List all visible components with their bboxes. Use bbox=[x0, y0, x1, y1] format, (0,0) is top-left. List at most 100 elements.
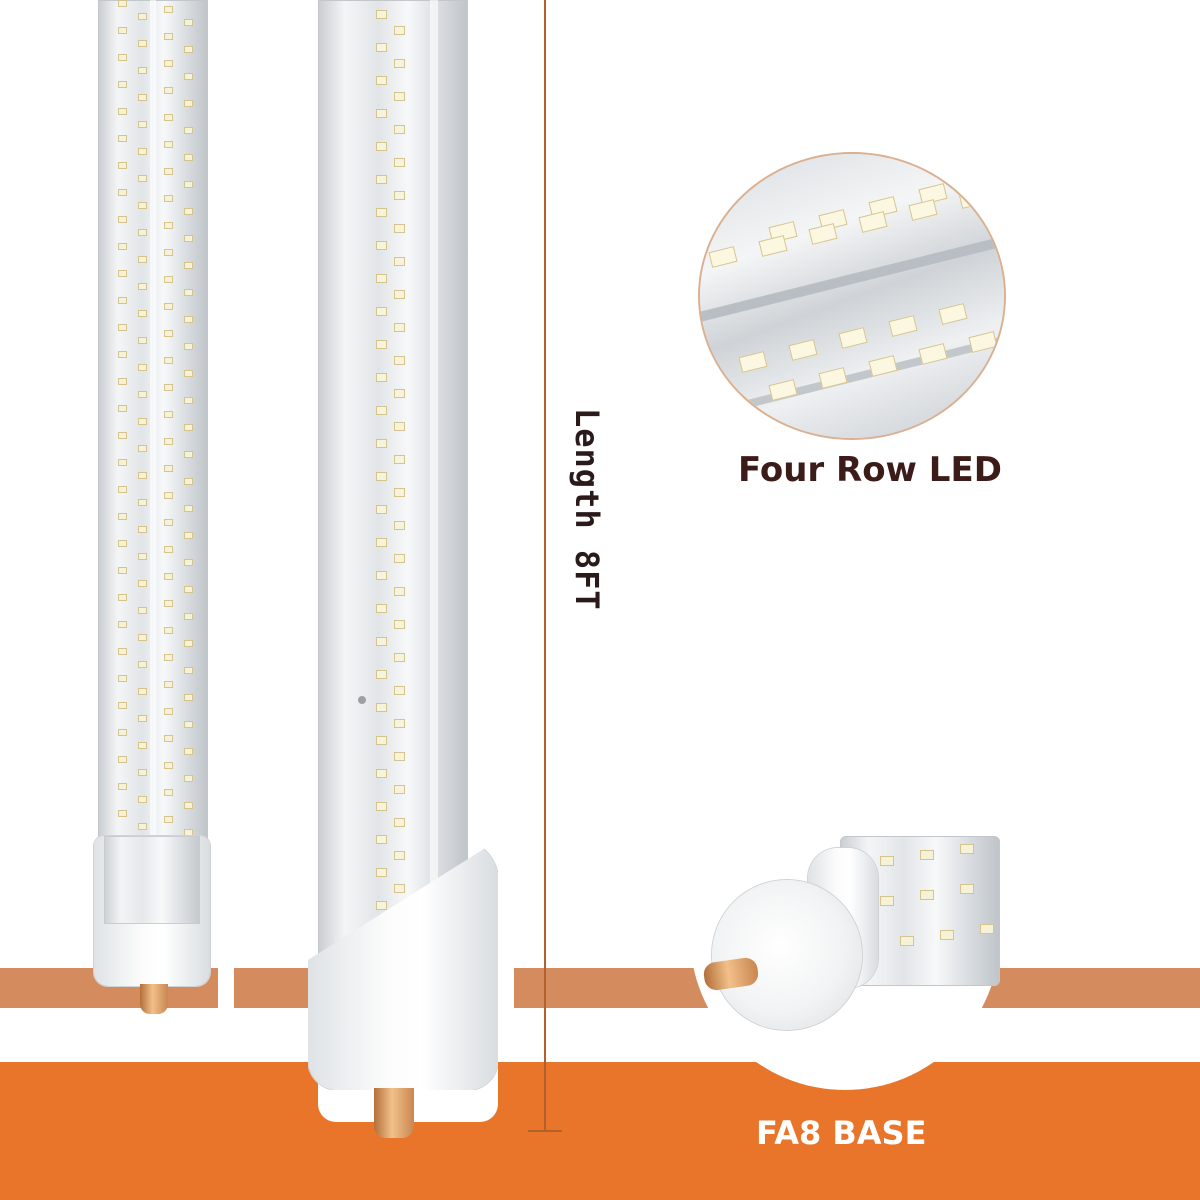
led-tube-left-end bbox=[104, 836, 200, 924]
led-chip bbox=[394, 818, 405, 827]
led-chip bbox=[164, 519, 173, 526]
led-chip bbox=[138, 607, 147, 614]
led-chip bbox=[880, 896, 894, 906]
led-chip bbox=[138, 337, 147, 344]
led-chip bbox=[118, 513, 127, 520]
led-chip bbox=[394, 257, 405, 266]
led-chip bbox=[394, 488, 405, 497]
led-chip bbox=[118, 756, 127, 763]
led-chip bbox=[164, 708, 173, 715]
led-chip bbox=[394, 521, 405, 530]
led-chip bbox=[376, 802, 387, 811]
led-chip bbox=[118, 540, 127, 547]
led-chip bbox=[376, 10, 387, 19]
led-chip bbox=[138, 202, 147, 209]
led-chip bbox=[184, 613, 193, 620]
led-chip bbox=[118, 648, 127, 655]
led-chip bbox=[138, 796, 147, 803]
pin-left-icon bbox=[140, 984, 168, 1014]
led-chip bbox=[394, 785, 405, 794]
led-chip bbox=[118, 135, 127, 142]
pin-middle-icon bbox=[374, 1088, 414, 1138]
four-row-led-caption: Four Row LED bbox=[738, 450, 1002, 490]
led-chip bbox=[118, 567, 127, 574]
led-chip bbox=[376, 439, 387, 448]
led-chip bbox=[394, 587, 405, 596]
led-chip bbox=[118, 297, 127, 304]
led-chip bbox=[138, 823, 147, 830]
led-chip bbox=[164, 114, 173, 121]
led-chip bbox=[138, 121, 147, 128]
led-chip bbox=[184, 19, 193, 26]
led-chip bbox=[376, 703, 387, 712]
led-chip bbox=[138, 553, 147, 560]
led-chip bbox=[164, 357, 173, 364]
led-chip bbox=[138, 148, 147, 155]
led-chip bbox=[184, 154, 193, 161]
led-chip bbox=[184, 316, 193, 323]
led-chip bbox=[184, 640, 193, 647]
led-chip bbox=[164, 654, 173, 661]
led-chip bbox=[376, 274, 387, 283]
led-chip bbox=[394, 719, 405, 728]
band-gap bbox=[218, 968, 234, 1008]
led-chip bbox=[164, 627, 173, 634]
led-chip bbox=[376, 142, 387, 151]
led-chip bbox=[394, 455, 405, 464]
led-chip bbox=[118, 108, 127, 115]
led-chip bbox=[184, 46, 193, 53]
length-label: Length 8FT bbox=[568, 408, 606, 611]
led-chip bbox=[138, 67, 147, 74]
led-chip bbox=[164, 33, 173, 40]
led-chip bbox=[980, 924, 994, 934]
led-chip bbox=[164, 276, 173, 283]
length-dimension-line bbox=[544, 0, 546, 1130]
led-chip bbox=[880, 856, 894, 866]
led-chip bbox=[184, 694, 193, 701]
led-chip bbox=[138, 418, 147, 425]
led-chip bbox=[164, 546, 173, 553]
led-chip bbox=[118, 351, 127, 358]
led-chip bbox=[394, 224, 405, 233]
led-chip bbox=[118, 0, 127, 7]
led-chip bbox=[118, 81, 127, 88]
led-chip bbox=[960, 884, 974, 894]
led-chip bbox=[138, 364, 147, 371]
led-chip bbox=[184, 424, 193, 431]
led-chip bbox=[164, 249, 173, 256]
led-chip bbox=[184, 235, 193, 242]
led-chip bbox=[184, 775, 193, 782]
led-chip bbox=[394, 389, 405, 398]
led-chip bbox=[184, 802, 193, 809]
led-chip bbox=[138, 40, 147, 47]
led-chip bbox=[118, 702, 127, 709]
led-tube-middle bbox=[318, 0, 468, 960]
led-chip bbox=[376, 769, 387, 778]
led-chip bbox=[138, 256, 147, 263]
led-chip bbox=[118, 189, 127, 196]
led-chip bbox=[376, 43, 387, 52]
led-chip bbox=[164, 681, 173, 688]
led-chip bbox=[394, 356, 405, 365]
led-chip bbox=[376, 373, 387, 382]
led-chip bbox=[376, 637, 387, 646]
led-chip bbox=[184, 100, 193, 107]
led-chip bbox=[184, 451, 193, 458]
led-chip bbox=[164, 60, 173, 67]
led-chip bbox=[164, 600, 173, 607]
led-chip bbox=[376, 472, 387, 481]
led-chip bbox=[164, 816, 173, 823]
led-chip bbox=[138, 742, 147, 749]
led-chip bbox=[138, 310, 147, 317]
led-chip bbox=[184, 829, 193, 836]
led-chip bbox=[118, 162, 127, 169]
led-chip bbox=[138, 472, 147, 479]
led-chip bbox=[184, 73, 193, 80]
led-chip bbox=[118, 729, 127, 736]
led-chip bbox=[376, 406, 387, 415]
led-chip bbox=[164, 87, 173, 94]
led-chip bbox=[138, 688, 147, 695]
led-chip bbox=[118, 594, 127, 601]
led-chip bbox=[118, 432, 127, 439]
led-chip bbox=[164, 411, 173, 418]
